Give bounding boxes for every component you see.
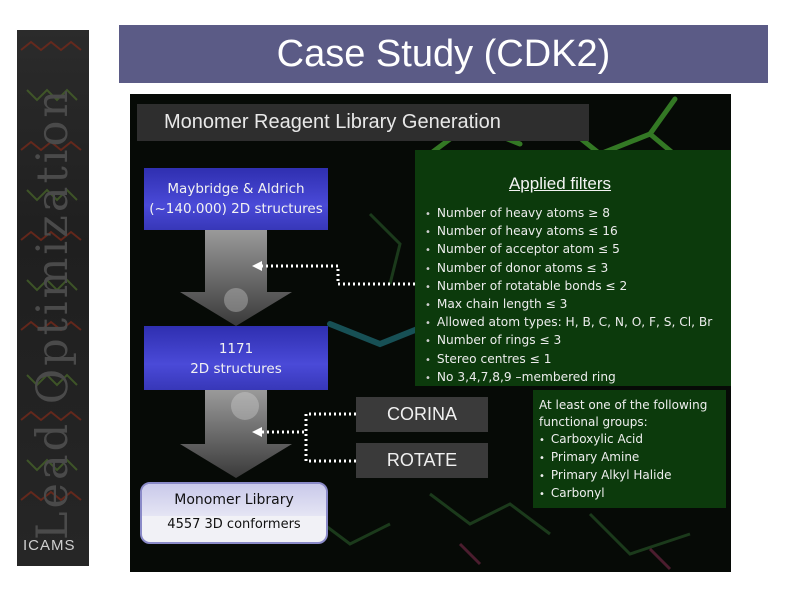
- group-item: Carboxylic Acid: [539, 431, 720, 449]
- rotate-box: ROTATE: [356, 443, 488, 478]
- filter-item: Number of acceptor atom ≤ 5: [425, 241, 712, 259]
- applied-filters-box: Applied filters Number of heavy atoms ≥ …: [415, 150, 731, 386]
- groups-intro-2: functional groups:: [539, 415, 648, 429]
- flow-arrow-1: [180, 230, 292, 326]
- filtered-count: 1171: [218, 341, 254, 357]
- source-line-2: (~140.000) 2D structures: [149, 201, 323, 217]
- filters-list: Number of heavy atoms ≥ 8 Number of heav…: [425, 205, 712, 387]
- groups-list: Carboxylic Acid Primary Amine Primary Al…: [539, 431, 720, 503]
- library-count: 4557 3D conformers: [167, 517, 301, 532]
- connector-arrowhead: [252, 261, 262, 271]
- filter-connector: [260, 264, 415, 286]
- side-banner: Lead Optimization ICAMS: [17, 30, 89, 566]
- filter-item: Number of rotatable bonds ≤ 2: [425, 278, 712, 296]
- filter-item: Max chain length ≤ 3: [425, 296, 712, 314]
- filters-title: Applied filters: [508, 174, 612, 193]
- banner-title: Lead Optimization: [28, 86, 78, 540]
- rotate-connector: [304, 432, 356, 463]
- icams-logo: ICAMS: [23, 537, 76, 554]
- monomer-library-box: Monomer Library 4557 3D conformers: [140, 482, 328, 544]
- group-item: Carbonyl: [539, 485, 720, 503]
- filter-item: Number of heavy atoms ≥ 8: [425, 205, 712, 223]
- filter-item: No 3,4,7,8,9 –membered ring: [425, 369, 712, 387]
- connector-arrowhead: [252, 427, 262, 437]
- group-item: Primary Amine: [539, 449, 720, 467]
- filter-item: Allowed atom types: H, B, C, N, O, F, S,…: [425, 314, 712, 332]
- filter-item: Number of rings ≤ 3: [425, 332, 712, 350]
- source-line-1: Maybridge & Aldrich: [167, 181, 305, 197]
- flow-arrow-2: [180, 390, 292, 478]
- filter-item: Stereo centres ≤ 1: [425, 351, 712, 369]
- slide-title: Case Study (CDK2): [276, 32, 611, 75]
- groups-intro-1: At least one of the following: [539, 398, 708, 412]
- title-bar: Case Study (CDK2): [119, 25, 768, 83]
- source-structures-box: Maybridge & Aldrich (~140.000) 2D struct…: [144, 168, 328, 230]
- section-title: Monomer Reagent Library Generation: [137, 104, 589, 141]
- filtered-structures-box: 1171 2D structures: [144, 326, 328, 390]
- corina-connector: [260, 412, 356, 434]
- filter-item: Number of donor atoms ≤ 3: [425, 260, 712, 278]
- library-name: Monomer Library: [174, 492, 294, 508]
- corina-box: CORINA: [356, 397, 488, 432]
- group-item: Primary Alkyl Halide: [539, 467, 720, 485]
- molecule-pattern: [20, 40, 82, 502]
- filter-item: Number of heavy atoms ≤ 16: [425, 223, 712, 241]
- filtered-label: 2D structures: [190, 361, 282, 377]
- functional-groups-box: At least one of the following functional…: [533, 390, 726, 508]
- diagram-panel: Monomer Reagent Library Generation Maybr…: [130, 94, 731, 572]
